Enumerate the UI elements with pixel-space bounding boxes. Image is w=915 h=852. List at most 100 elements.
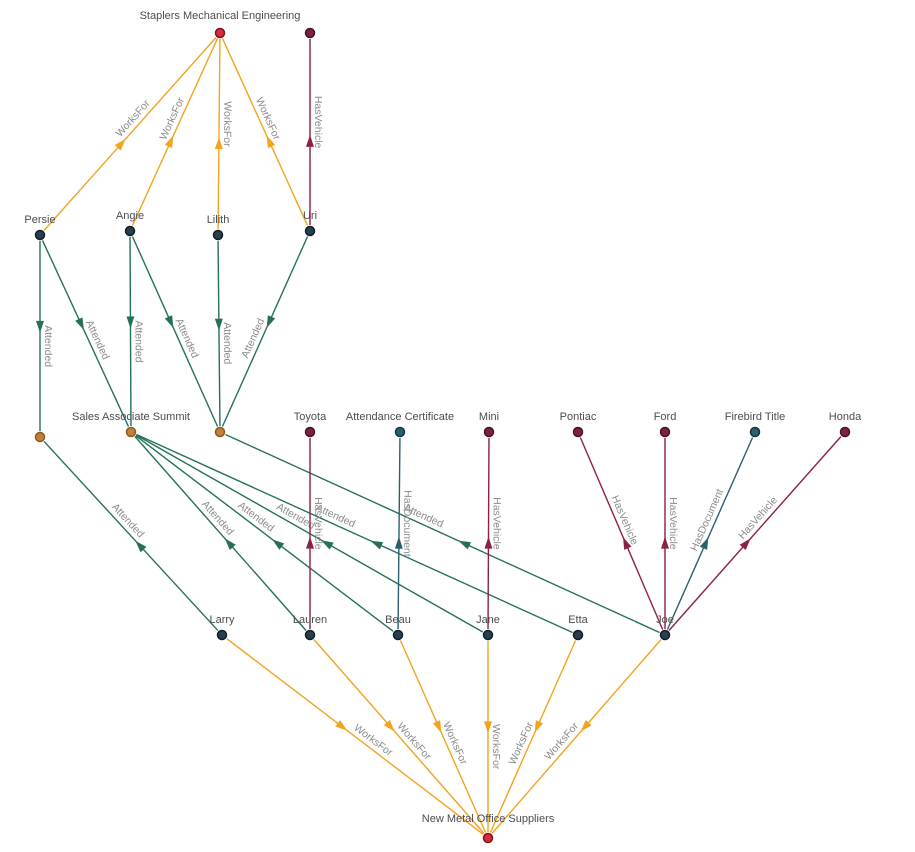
- edge-label: WorksFor: [394, 720, 433, 762]
- edge-uri-staplers: [221, 38, 309, 226]
- graph-node-topVehicle[interactable]: [304, 27, 316, 39]
- edge-joe-honda: [668, 436, 842, 631]
- edge-lilith-staplers: [217, 38, 221, 230]
- edge-angie-event2: [131, 236, 219, 427]
- graph-node-nmos[interactable]: [482, 832, 494, 844]
- edge-larry-event1: [43, 440, 219, 632]
- edge-angie-staplers: [131, 38, 219, 226]
- node-label-mini: Mini: [479, 411, 499, 423]
- edge-beau-sas: [135, 435, 394, 632]
- edge-arrow: [75, 317, 84, 331]
- node-label-nmos: New Metal Office Suppliers: [422, 813, 555, 825]
- graph-node-event2[interactable]: [214, 426, 226, 438]
- graph-node-toyota[interactable]: [304, 426, 316, 438]
- edge-beau-nmos: [399, 640, 487, 833]
- edge-lauren-nmos: [313, 639, 485, 834]
- graph-node-lauren[interactable]: [304, 629, 316, 641]
- edge-label: WorksFor: [440, 720, 470, 767]
- node-label-angie: Angie: [116, 210, 144, 222]
- edge-label: WorksFor: [542, 720, 581, 762]
- node-label-toyota: Toyota: [294, 411, 327, 423]
- edge-arrow: [623, 537, 632, 550]
- edge-arrow: [306, 536, 314, 549]
- edge-arrow: [661, 536, 669, 549]
- edge-joe-event2: [225, 433, 660, 634]
- node-label-beau: Beau: [385, 614, 411, 626]
- edge-label: WorksFor: [490, 724, 502, 770]
- edge-label: HasVehicle: [312, 497, 324, 550]
- graph-node-etta[interactable]: [572, 629, 584, 641]
- edge-label: Attended: [42, 325, 54, 367]
- node-label-larry: Larry: [209, 614, 235, 626]
- edge-arrow: [126, 316, 135, 329]
- edge-arrow: [214, 318, 223, 331]
- edge-joe-nmos: [491, 639, 662, 834]
- edge-arrow: [135, 540, 147, 553]
- edge-arrow: [580, 719, 592, 732]
- edge-label: HasVehicle: [490, 497, 502, 550]
- edge-label: WorksFor: [253, 96, 283, 143]
- edge-arrow: [266, 135, 276, 149]
- edge-label: Attended: [173, 317, 201, 360]
- edge-label: WorksFor: [507, 720, 537, 767]
- graph-node-event1[interactable]: [34, 431, 46, 443]
- graph-node-pontiac[interactable]: [572, 426, 584, 438]
- edge-angie-sas: [129, 236, 132, 427]
- graph-node-persie[interactable]: [34, 229, 46, 241]
- edge-label: Attended: [132, 320, 144, 362]
- edge-arrow: [383, 719, 395, 732]
- graph-node-mini[interactable]: [483, 426, 495, 438]
- edge-joe-firebird: [666, 437, 754, 630]
- node-label-ford: Ford: [654, 411, 677, 423]
- node-label-firebird: Firebird Title: [725, 411, 786, 423]
- edge-arrow: [484, 721, 492, 734]
- edge-arrow: [114, 138, 126, 151]
- node-label-lilith: Lilith: [207, 214, 230, 226]
- edge-arrow: [224, 538, 236, 551]
- graph-node-angie[interactable]: [124, 225, 136, 237]
- node-label-honda: Honda: [829, 411, 862, 423]
- edge-arrow: [534, 720, 544, 733]
- edge-label: HasVehicle: [667, 497, 679, 550]
- edge-joe-pontiac: [579, 437, 664, 630]
- edge-arrow: [214, 137, 223, 150]
- graph-node-lilith[interactable]: [212, 229, 224, 241]
- edge-label: Attended: [83, 318, 112, 361]
- node-label-attcert: Attendance Certificate: [346, 411, 454, 423]
- edge-label: Attended: [199, 498, 236, 538]
- edge-label: HasVehicle: [736, 494, 780, 541]
- edge-arrow: [272, 539, 285, 550]
- edge-lauren-sas: [134, 436, 307, 631]
- graph-node-ford[interactable]: [659, 426, 671, 438]
- edge-label: WorksFor: [221, 101, 233, 147]
- edge-label: WorksFor: [157, 95, 187, 142]
- edge-arrow: [164, 315, 174, 328]
- edge-lilith-event2: [217, 240, 221, 427]
- graph-node-larry[interactable]: [216, 629, 228, 641]
- edge-label: WorksFor: [113, 97, 152, 139]
- edge-arrow: [164, 135, 174, 149]
- graph-node-attcert[interactable]: [394, 426, 406, 438]
- graph-node-jane[interactable]: [482, 629, 494, 641]
- graph-node-honda[interactable]: [839, 426, 851, 438]
- edge-arrow: [432, 720, 442, 733]
- graph-node-beau[interactable]: [392, 629, 404, 641]
- edge-arrow: [335, 720, 348, 731]
- graph-node-uri[interactable]: [304, 225, 316, 237]
- edge-jane-mini: [487, 437, 490, 630]
- edge-label: HasVehicle: [312, 96, 324, 149]
- edge-label: Attended: [221, 322, 233, 364]
- graph-node-sas[interactable]: [125, 426, 137, 438]
- edge-etta-nmos: [489, 640, 577, 833]
- edge-arrow: [699, 537, 709, 550]
- graph-node-staplers[interactable]: [214, 27, 226, 39]
- edge-larry-nmos: [226, 638, 484, 835]
- edge-uri-event2: [221, 236, 309, 427]
- edge-arrow: [321, 540, 334, 550]
- graph-node-joe[interactable]: [659, 629, 671, 641]
- edge-label: Attended: [239, 317, 267, 360]
- node-label-lauren: Lauren: [293, 614, 327, 626]
- graph-node-firebird[interactable]: [749, 426, 761, 438]
